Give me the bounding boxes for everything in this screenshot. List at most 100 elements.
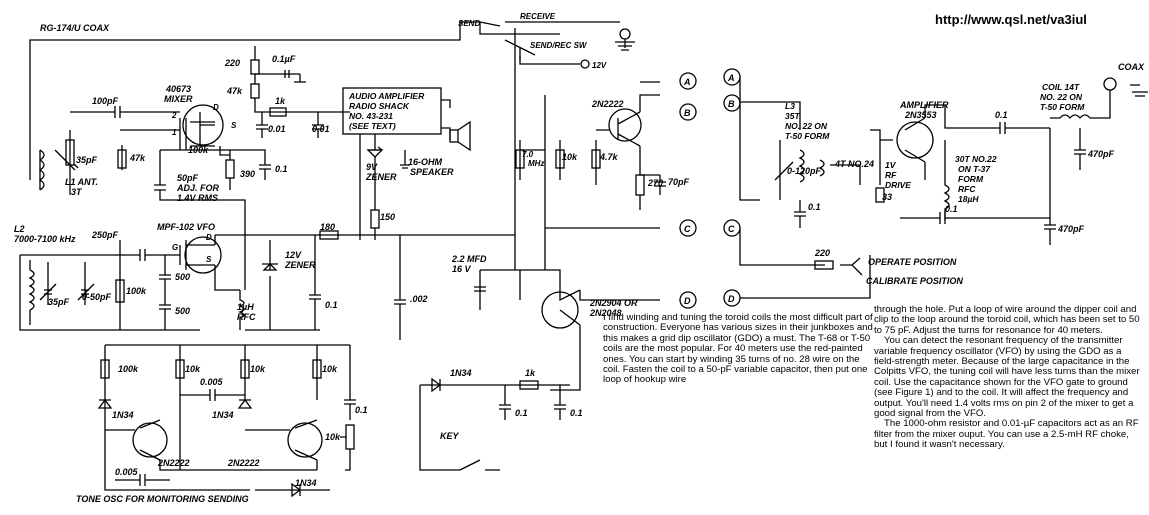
ground-icon	[615, 41, 635, 51]
c01-vfo-label: 0.1	[325, 300, 338, 310]
v12-label: 12V	[592, 61, 607, 70]
osc-r10k-c-label: 10k	[322, 364, 338, 374]
svg-text:D: D	[684, 296, 691, 306]
pin-g-label: G	[172, 243, 178, 252]
r47k-x-resistor	[591, 149, 601, 169]
r1k-mixer-label: 1k	[275, 96, 286, 106]
connector-b-center: B	[679, 103, 697, 121]
c70pf-label: 70pF	[668, 177, 690, 187]
speaker-icon	[449, 129, 459, 143]
vfo-label: MPF-102 VFO	[157, 222, 215, 232]
key-circuit	[419, 377, 570, 471]
r390-label: 390	[240, 169, 255, 179]
paragraph: You can detect the resonant frequency of…	[874, 335, 1140, 420]
r220-resistor	[250, 59, 260, 75]
vfo-circuit	[19, 230, 515, 340]
r220-amp-resistor	[814, 260, 834, 270]
r10k-x-label: 10k	[562, 152, 578, 162]
t4no24-label: 4T NO.24	[834, 159, 874, 169]
c500b-label: 500	[175, 306, 190, 316]
pin-s2-label: S	[206, 255, 212, 264]
r270-label: 270	[647, 178, 663, 188]
connector-a-right: A	[723, 68, 741, 86]
d1n34-b-label: 1N34	[212, 410, 234, 420]
c100pf-label: 100pF	[92, 96, 119, 106]
c01uf-label: 0.1µF	[272, 54, 296, 64]
c35pf-vfo-label: 35pF	[48, 297, 70, 307]
r150-label: 150	[380, 212, 395, 222]
r270-resistor	[635, 174, 645, 196]
r180-resistor	[319, 230, 339, 240]
mixer-circuit	[29, 46, 350, 290]
c01-l3-label: 0.1	[808, 202, 821, 212]
svg-text:D: D	[728, 294, 735, 304]
audio-amplifier-block	[342, 87, 471, 240]
r100k-vfo-resistor	[115, 279, 125, 303]
c500a-label: 500	[175, 272, 190, 282]
d1n34-d-label: 1N34	[450, 368, 472, 378]
calibrate-position-label: CALIBRATE POSITION	[866, 276, 963, 286]
r220-amp-label: 220	[814, 248, 830, 258]
r33-label: 33	[882, 192, 892, 202]
operate-position-label: OPERATE POSITION	[868, 257, 957, 267]
receive-label: RECEIVE	[520, 12, 556, 21]
c01-osc-label: 0.1	[355, 405, 368, 415]
r47k-x-label: 4.7k	[599, 152, 619, 162]
connector-d-center: D	[679, 291, 697, 309]
svg-text:A: A	[727, 73, 735, 83]
amplifier-2n3553-icon	[896, 121, 934, 159]
osc-r100k	[100, 359, 110, 379]
r10k-pot	[345, 424, 355, 450]
r47k-resistor	[250, 83, 260, 99]
coax-right-label: COAX	[1118, 62, 1145, 72]
paragraph: through the hole. Put a loop of wire aro…	[874, 304, 1140, 336]
center-circuit	[474, 81, 666, 391]
r100k-vfo-label: 100k	[126, 286, 147, 296]
c470b-label: 470pF	[1057, 224, 1085, 234]
connector-c-center: C	[679, 219, 697, 237]
svg-text:C: C	[684, 224, 691, 234]
c470a-label: 470pF	[1087, 149, 1115, 159]
osc-r10k-b-label: 10k	[250, 364, 266, 374]
q2n2222-top-label: 2N2222	[591, 99, 624, 109]
c002-label: .002	[410, 294, 428, 304]
r47k-l1-resistor	[117, 149, 127, 169]
pin-s-label: S	[231, 121, 237, 130]
r390-resistor	[225, 159, 235, 179]
r10k-x-resistor	[555, 149, 565, 169]
q2n2222-b-icon	[287, 422, 323, 458]
l1ant-label: L1 ANT.3T	[65, 177, 98, 197]
r150-resistor	[370, 209, 380, 229]
svg-text:A: A	[683, 77, 691, 87]
send-rec-switch-label: SEND/REC SW	[530, 41, 588, 50]
tone-oscillator	[97, 344, 356, 498]
q2n2904-icon	[541, 291, 579, 329]
pin1-label: 1	[172, 128, 177, 137]
coax-left-label: RG-174/U COAX	[40, 23, 110, 33]
r47k-top-label: 47k	[226, 86, 243, 96]
r180-label: 180	[320, 222, 335, 232]
c0005b-label: 0.005	[115, 467, 139, 477]
d1n34-c-label: 1N34	[295, 478, 317, 488]
paragraph: I find winding and tuning the toroid coi…	[603, 312, 873, 386]
connector-d-right: D	[723, 289, 741, 307]
r33-resistor	[875, 187, 885, 203]
c0-120pf-label: 0-120pF	[787, 166, 822, 176]
site-url[interactable]: http://www.qsl.net/va3iul	[935, 12, 1087, 27]
c35pf-label: 35pF	[76, 155, 98, 165]
send-label: SEND	[458, 19, 480, 28]
pin-d-label: D	[213, 103, 219, 112]
